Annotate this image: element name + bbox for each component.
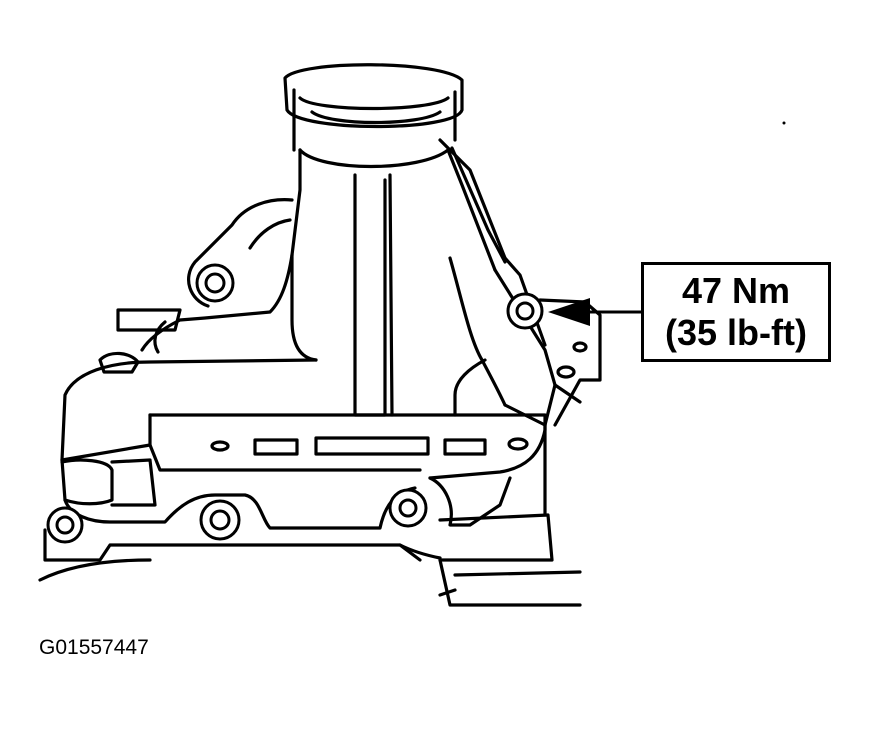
bolt-lower-left bbox=[46, 506, 84, 544]
bolt-callout bbox=[506, 292, 544, 330]
lower-pan bbox=[38, 383, 582, 607]
housing-body bbox=[60, 253, 602, 462]
extension-tube bbox=[283, 63, 507, 272]
center-rib bbox=[353, 173, 394, 417]
bolt-lower-center bbox=[199, 499, 241, 541]
leader-arrow bbox=[548, 298, 641, 326]
bolt-upper-left bbox=[195, 263, 235, 303]
bolts bbox=[46, 263, 544, 544]
left-flange bbox=[98, 198, 294, 374]
torque-nm-label: 47 Nm bbox=[681, 270, 791, 311]
torque-lbft-label: (35 lb-ft) bbox=[665, 312, 807, 353]
torque-callout: 47 Nm (35 lb-ft) bbox=[641, 262, 831, 362]
bolt-lower-right bbox=[388, 488, 428, 528]
figure-id: G01557447 bbox=[39, 636, 149, 659]
